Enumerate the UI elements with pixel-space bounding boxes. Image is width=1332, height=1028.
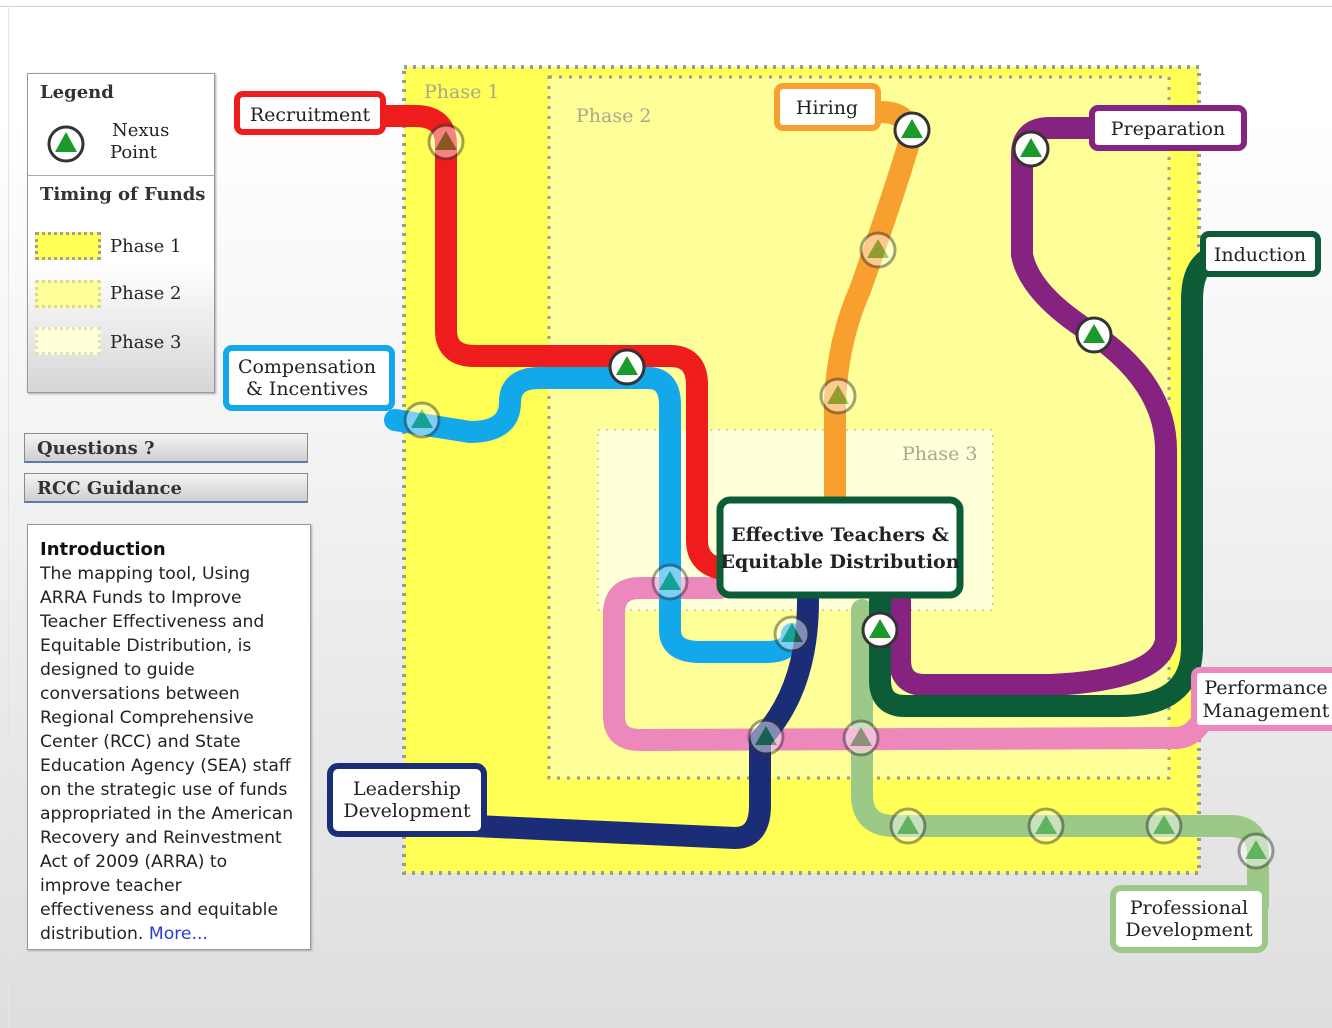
phase1-label: Phase 1 bbox=[424, 81, 499, 103]
induction-line[interactable] bbox=[869, 247, 1221, 717]
label-performance[interactable]: Performance Management bbox=[1191, 667, 1332, 731]
introduction-text: The mapping tool, Using ARRA Funds to Im… bbox=[40, 562, 300, 946]
nexus-point-icon[interactable] bbox=[747, 718, 785, 756]
recruitment-line[interactable] bbox=[364, 105, 746, 581]
nexus-point-icon[interactable] bbox=[889, 807, 927, 845]
label-hiring[interactable]: Hiring bbox=[774, 83, 881, 131]
svg-text:Effective Teachers &: Effective Teachers & bbox=[731, 524, 949, 546]
introduction-panel: Introduction The mapping tool, Using ARR… bbox=[27, 524, 311, 950]
introduction-title: Introduction bbox=[40, 539, 166, 560]
label-recruitment[interactable]: Recruitment bbox=[234, 91, 386, 135]
svg-text:& Incentives: & Incentives bbox=[246, 378, 368, 400]
nexus-point-icon[interactable] bbox=[1237, 832, 1275, 870]
nexus-point-icon[interactable] bbox=[427, 123, 465, 161]
legend-title: Legend bbox=[40, 82, 114, 103]
legend-nexus-line1: Nexus bbox=[112, 120, 170, 141]
svg-text:Management: Management bbox=[1203, 700, 1330, 722]
nexus-point-icon[interactable] bbox=[773, 615, 811, 653]
left-divider bbox=[8, 6, 9, 1028]
phase2-swatch bbox=[35, 280, 101, 308]
nexus-point-icon[interactable] bbox=[893, 111, 931, 149]
svg-text:Professional: Professional bbox=[1130, 897, 1248, 919]
legend-nexus-line2: Point bbox=[110, 142, 157, 163]
preparation-line[interactable] bbox=[889, 117, 1177, 696]
label-leadership[interactable]: Leadership Development bbox=[327, 763, 487, 837]
compensation-line[interactable] bbox=[384, 367, 803, 663]
phase1-swatch bbox=[35, 232, 101, 260]
leadership-line[interactable] bbox=[464, 589, 819, 849]
label-center[interactable]: Effective Teachers & Equitable Distribut… bbox=[716, 496, 964, 599]
nexus-point-icon[interactable] bbox=[651, 563, 689, 601]
svg-text:Induction: Induction bbox=[1214, 244, 1306, 266]
nexus-point-icon[interactable] bbox=[859, 231, 897, 269]
nexus-point-icon[interactable] bbox=[819, 377, 857, 415]
nexus-point-icon bbox=[47, 125, 85, 163]
label-induction[interactable]: Induction bbox=[1200, 231, 1321, 277]
phase3-label: Phase 3 bbox=[902, 443, 977, 465]
nexus-point-icon[interactable] bbox=[842, 719, 880, 757]
nexus-point-icon[interactable] bbox=[1012, 130, 1050, 168]
nexus-point-icon[interactable] bbox=[403, 401, 441, 439]
nexus-point-icon[interactable] bbox=[1027, 807, 1065, 845]
label-professional[interactable]: Professional Development bbox=[1110, 885, 1268, 953]
label-compensation[interactable]: Compensation & Incentives bbox=[223, 345, 395, 411]
nexus-point-icon[interactable] bbox=[608, 348, 646, 386]
legend-nexus-label: Nexus Point bbox=[110, 120, 169, 164]
top-divider bbox=[0, 6, 1332, 7]
phase3-swatch bbox=[35, 327, 101, 355]
questions-button[interactable]: Questions ? bbox=[24, 433, 308, 463]
phase3-legend-label: Phase 3 bbox=[110, 332, 182, 353]
svg-text:Preparation: Preparation bbox=[1111, 118, 1225, 140]
svg-text:Compensation: Compensation bbox=[238, 356, 376, 378]
more-link[interactable]: More... bbox=[148, 924, 208, 944]
legend-divider bbox=[28, 175, 214, 176]
professional-development-line[interactable] bbox=[851, 599, 1269, 916]
phase2-legend-label: Phase 2 bbox=[110, 283, 182, 304]
svg-text:Development: Development bbox=[343, 800, 471, 822]
nexus-point-icon[interactable] bbox=[1145, 807, 1183, 845]
svg-text:Hiring: Hiring bbox=[796, 97, 858, 119]
phase2-label: Phase 2 bbox=[576, 105, 651, 127]
performance-management-line[interactable] bbox=[603, 577, 1221, 751]
svg-text:Development: Development bbox=[1125, 919, 1253, 941]
svg-text:Leadership: Leadership bbox=[353, 778, 461, 800]
svg-text:Recruitment: Recruitment bbox=[250, 104, 371, 126]
svg-text:Performance: Performance bbox=[1204, 677, 1327, 699]
rcc-guidance-button[interactable]: RCC Guidance bbox=[24, 473, 308, 503]
nexus-point-icon[interactable] bbox=[861, 611, 899, 649]
phase1-legend-label: Phase 1 bbox=[110, 236, 182, 257]
introduction-body: The mapping tool, Using ARRA Funds to Im… bbox=[40, 564, 294, 944]
svg-text:Equitable Distribution: Equitable Distribution bbox=[720, 551, 959, 573]
label-preparation[interactable]: Preparation bbox=[1089, 105, 1247, 151]
nexus-points bbox=[403, 111, 1275, 870]
nexus-point-icon[interactable] bbox=[1075, 316, 1113, 354]
legend-panel: Legend Nexus Point Timing of Funds Phase… bbox=[27, 73, 215, 393]
timing-of-funds-title: Timing of Funds bbox=[40, 184, 206, 205]
